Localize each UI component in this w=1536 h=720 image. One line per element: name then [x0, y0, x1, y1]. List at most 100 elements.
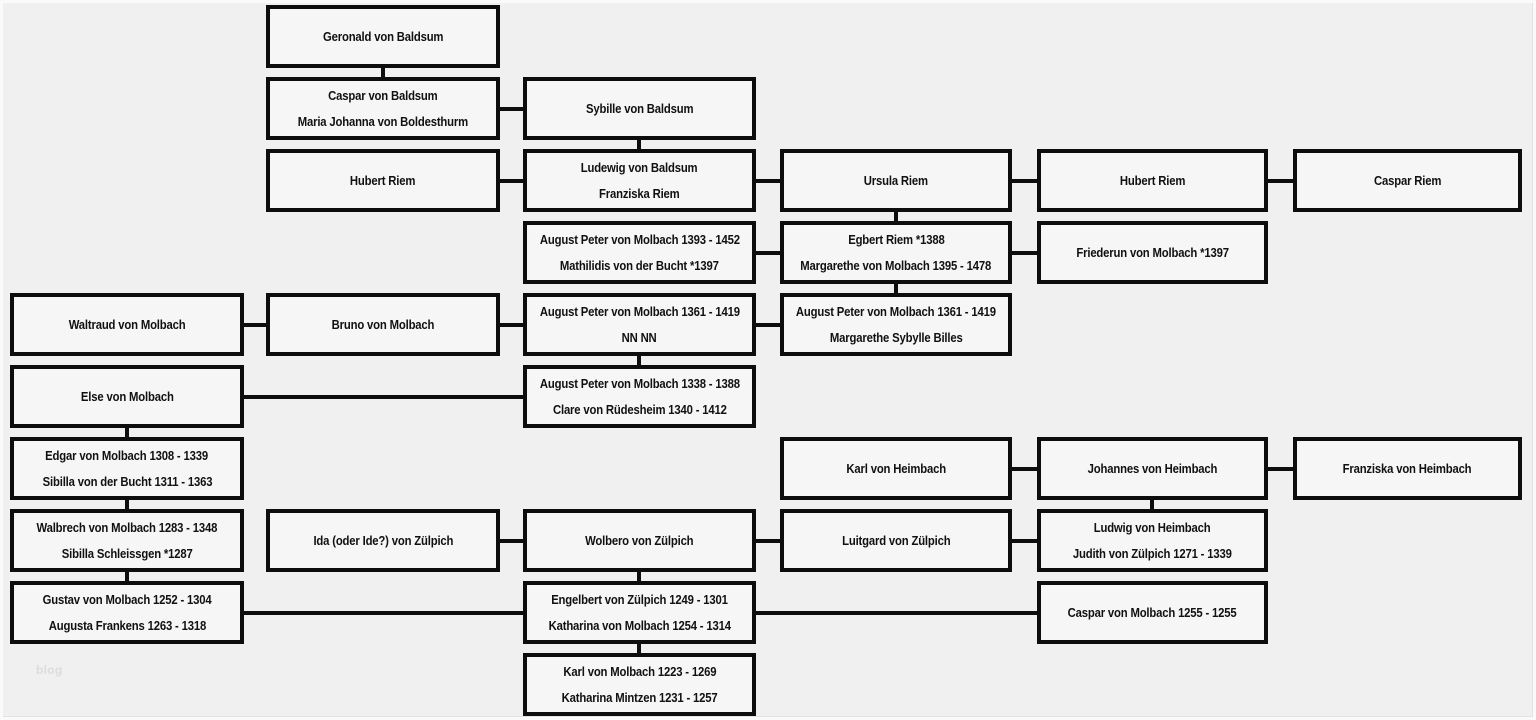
person-name-text: Ludewig von Baldsum: [581, 159, 698, 175]
person-name-text: Mathilidis von der Bucht *1397: [560, 257, 719, 273]
descent-connector-line: [125, 572, 129, 581]
person-name-text: Franziska von Heimbach: [1343, 460, 1472, 476]
marriage-connector-line: [1012, 467, 1037, 471]
person-name-text: NN NN: [622, 329, 657, 345]
person-box-friederun-von-molbach: Friederun von Molbach *1397: [1037, 221, 1268, 284]
person-name-text: Caspar Riem: [1373, 172, 1442, 188]
marriage-connector-line: [756, 611, 1037, 615]
descent-connector-line: [1150, 500, 1154, 509]
person-name-text: Hubert Riem: [350, 172, 416, 188]
person-name-text: Gustav von Molbach 1252 - 1304: [42, 591, 212, 607]
marriage-connector-line: [500, 539, 523, 543]
person-name-text: Else von Molbach: [80, 388, 174, 404]
person-name-text: Franziska Riem: [599, 185, 680, 201]
watermark: blog: [36, 663, 63, 677]
person-name-text: Luitgard von Zülpich: [841, 532, 951, 548]
person-name-text: Wolbero von Zülpich: [585, 532, 694, 548]
person-name-text: Johannes von Heimbach: [1087, 460, 1218, 476]
person-name-text: August Peter von Molbach 1338 - 1388: [539, 375, 740, 391]
person-name-text: Engelbert von Zülpich 1249 - 1301: [551, 591, 728, 607]
person-name-text: Waltraud von Molbach: [68, 316, 186, 332]
person-box-ida-von-zuelpich: Ida (oder Ide?) von Zülpich: [266, 509, 500, 572]
descent-connector-line: [125, 500, 129, 509]
person-name-text: August Peter von Molbach 1361 - 1419: [796, 303, 996, 319]
person-name-text: August Peter von Molbach 1393 - 1452: [539, 231, 740, 247]
marriage-connector-line: [1268, 179, 1293, 183]
person-box-august-peter-von-molbach-1361-nn: August Peter von Molbach 1361 - 1419 NN N…: [523, 293, 756, 356]
person-name-text: Karl von Molbach 1223 - 1269: [563, 663, 716, 679]
marriage-connector-line: [1012, 179, 1037, 183]
person-box-sybille-von-baldsum: Sybille von Baldsum: [523, 77, 756, 140]
person-name-text: Caspar von Baldsum: [328, 87, 438, 103]
marriage-connector-line: [756, 251, 780, 255]
marriage-connector-line: [1012, 251, 1037, 255]
person-name-text: Ida (oder Ide?) von Zülpich: [313, 532, 453, 548]
person-box-franziska-von-heimbach: Franziska von Heimbach: [1293, 437, 1522, 500]
marriage-connector-line: [756, 539, 780, 543]
person-box-karl-von-heimbach: Karl von Heimbach: [780, 437, 1012, 500]
descent-connector-line: [894, 212, 898, 221]
descent-connector-line: [637, 644, 641, 653]
marriage-connector-line: [500, 107, 523, 111]
person-name-text: Maria Johanna von Boldesthurm: [297, 113, 469, 129]
marriage-connector-line: [756, 179, 780, 183]
person-name-text: Egbert Riem *1388: [847, 231, 945, 247]
person-box-hubert-riem-2: Hubert Riem: [1037, 149, 1268, 212]
person-name-text: Hubert Riem: [1119, 172, 1186, 188]
person-name-text: Bruno von Molbach: [331, 316, 435, 332]
marriage-connector-line: [500, 323, 523, 327]
person-box-hubert-riem-1: Hubert Riem: [266, 149, 500, 212]
person-name-text: Ursula Riem: [863, 172, 929, 188]
person-box-ursula-riem: Ursula Riem: [780, 149, 1012, 212]
person-name-text: Karl von Heimbach: [846, 460, 946, 476]
descent-connector-line: [637, 140, 641, 149]
person-name-text: Clare von Rüdesheim 1340 - 1412: [552, 401, 727, 417]
person-name-text: Katharina Mintzen 1231 - 1257: [561, 689, 718, 705]
person-name-text: Edgar von Molbach 1308 - 1339: [45, 447, 209, 463]
person-name-text: Margarethe von Molbach 1395 - 1478: [800, 257, 992, 273]
marriage-connector-line: [1268, 467, 1293, 471]
marriage-connector-line: [244, 395, 523, 399]
descent-connector-line: [637, 356, 641, 365]
descent-connector-line: [894, 284, 898, 293]
marriage-connector-line: [244, 611, 523, 615]
person-name-text: Margarethe Sybylle Billes: [829, 329, 963, 345]
person-name-text: Ludwig von Heimbach: [1094, 519, 1211, 535]
person-name-text: Sibilla Schleissgen *1287: [61, 545, 193, 561]
descent-connector-line: [381, 68, 385, 77]
marriage-connector-line: [756, 323, 780, 327]
person-box-else-von-molbach: Else von Molbach: [10, 365, 244, 428]
marriage-connector-line: [244, 323, 266, 327]
descent-connector-line: [637, 572, 641, 581]
person-name-text: Katharina von Molbach 1254 - 1314: [548, 617, 731, 633]
person-name-text: Augusta Frankens 1263 - 1318: [48, 617, 206, 633]
person-name-text: Geronald von Baldsum: [322, 28, 444, 44]
marriage-connector-line: [500, 179, 523, 183]
person-name-text: Walbrech von Molbach 1283 - 1348: [36, 519, 218, 535]
person-box-geronald-von-baldsum: Geronald von Baldsum: [266, 5, 500, 68]
person-box-luitgard-von-zuelpich: Luitgard von Zülpich: [780, 509, 1012, 572]
person-name-text: Friederun von Molbach *1397: [1076, 244, 1229, 260]
descent-connector-line: [125, 428, 129, 437]
person-name-text: August Peter von Molbach 1361 - 1419: [539, 303, 740, 319]
person-name-text: Judith von Zülpich 1271 - 1339: [1073, 545, 1232, 561]
person-name-text: Sibilla von der Bucht 1311 - 1363: [42, 473, 212, 489]
person-box-caspar-riem: Caspar Riem: [1293, 149, 1522, 212]
person-box-johannes-von-heimbach: Johannes von Heimbach: [1037, 437, 1268, 500]
person-name-text: Caspar von Molbach 1255 - 1255: [1068, 604, 1237, 620]
person-box-wolbero-von-zuelpich: Wolbero von Zülpich: [523, 509, 756, 572]
person-box-bruno-von-molbach: Bruno von Molbach: [266, 293, 500, 356]
marriage-connector-line: [1012, 539, 1037, 543]
